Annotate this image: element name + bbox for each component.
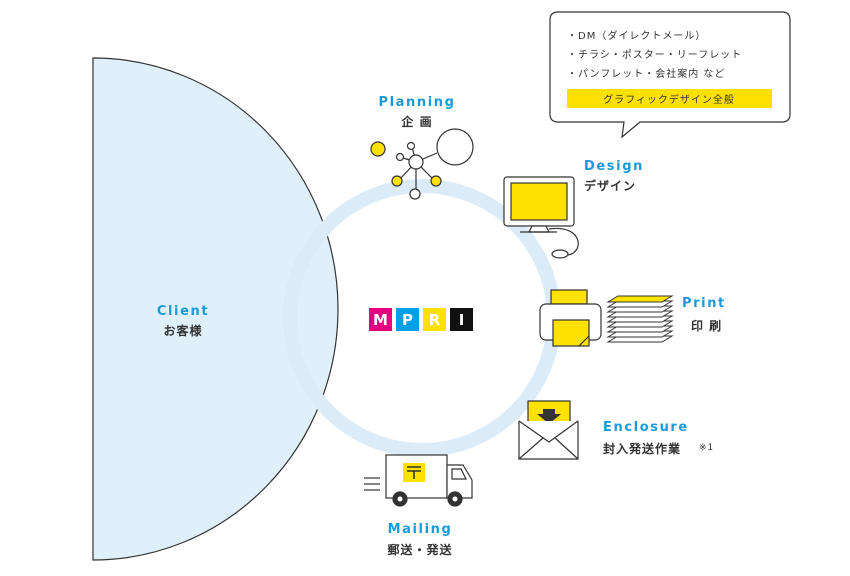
logo-letter-i: I xyxy=(459,311,465,329)
logo-tile-r xyxy=(423,308,446,331)
logo-letter-m: M xyxy=(373,311,388,329)
bubble-item-flyer: ・チラシ・ポスター・リーフレット xyxy=(567,49,742,61)
logo-tile-m xyxy=(369,308,392,331)
planning-network-icon xyxy=(370,128,474,200)
mailing-label-jp: 郵送・発送 xyxy=(387,542,452,557)
mpri-logo: M P R I xyxy=(369,308,473,331)
bubble-item-dm: ・DM（ダイレクトメール） xyxy=(567,29,706,42)
enclosure-label-jp: 封入発送作業 xyxy=(603,441,681,456)
enclosure-footnote-mark: ※1 xyxy=(699,443,714,453)
delivery-truck-icon xyxy=(364,454,473,507)
printer-icon xyxy=(539,289,602,347)
client-label-jp: お客様 xyxy=(163,323,202,338)
bubble-highlight-text: グラフィックデザイン全般 xyxy=(603,93,735,106)
planning-label-jp: 企 画 xyxy=(400,114,432,129)
print-label-en: Print xyxy=(682,296,726,311)
envelope-icon xyxy=(518,400,579,460)
mailing-label-en: Mailing xyxy=(388,522,453,537)
planning-label-en: Planning xyxy=(378,95,455,110)
client-half-circle xyxy=(92,57,339,561)
bubble-item-pamphlet: ・パンフレット・会社案内 など xyxy=(567,67,725,80)
logo-tile-i xyxy=(450,308,473,331)
computer-monitor-icon xyxy=(503,176,579,259)
speech-bubble: ・DM（ダイレクトメール） ・チラシ・ポスター・リーフレット ・パンフレット・会… xyxy=(549,11,791,139)
enclosure-label-en: Enclosure xyxy=(603,420,689,435)
bubble-highlight-bar xyxy=(567,89,772,108)
design-label-jp: デザイン xyxy=(584,178,636,193)
design-label-en: Design xyxy=(584,159,644,174)
client-label-en: Client xyxy=(157,304,209,319)
logo-letter-p: P xyxy=(402,311,413,329)
logo-letter-r: R xyxy=(429,311,441,329)
logo-tile-p xyxy=(396,308,419,331)
print-label-jp: 印 刷 xyxy=(691,319,722,333)
paper-stack-icon xyxy=(606,295,674,343)
